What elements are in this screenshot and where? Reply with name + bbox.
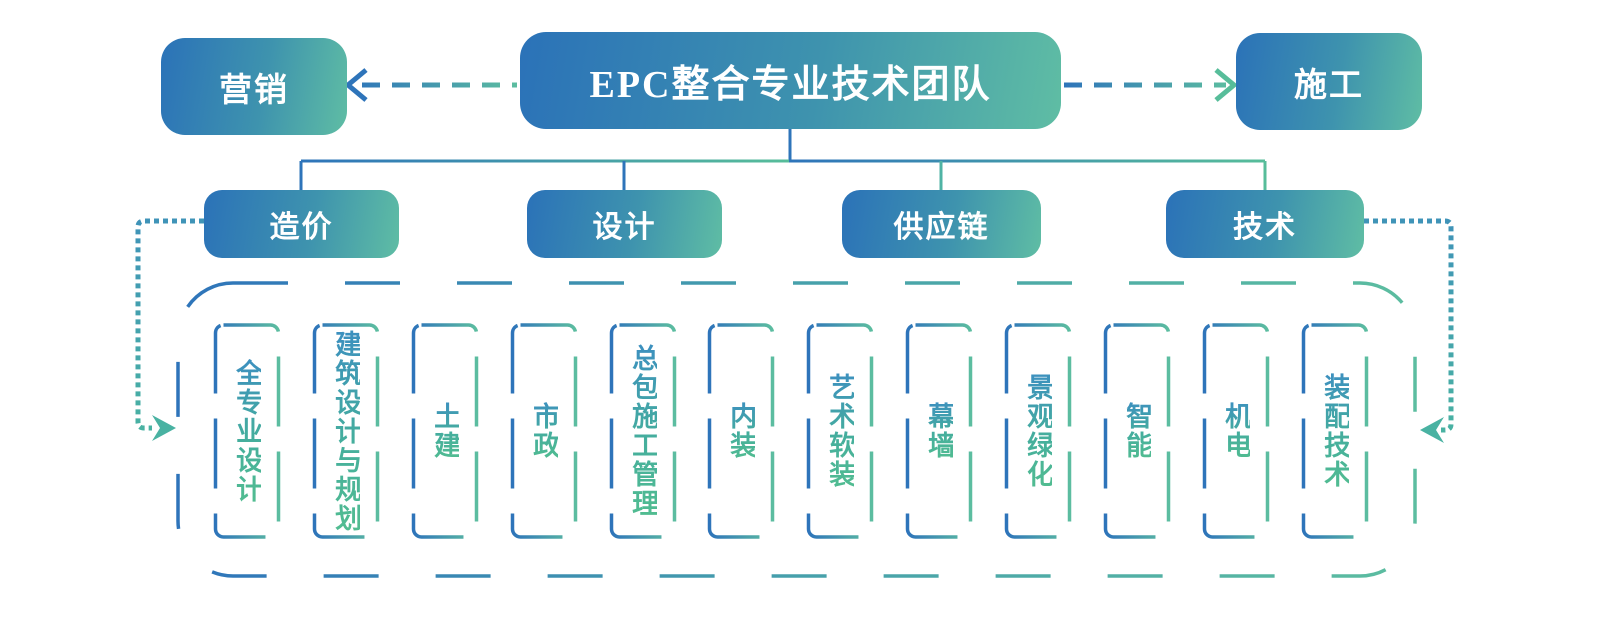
specialty-box-outline bbox=[707, 323, 775, 539]
dotted-path-right bbox=[1364, 218, 1454, 433]
specialty-label: 土建 bbox=[430, 402, 461, 460]
specialty-label: 机电 bbox=[1221, 402, 1252, 460]
dotted-arrowhead-left-icon bbox=[152, 415, 176, 441]
specialty-label: 景观绿化 bbox=[1023, 373, 1054, 489]
dotted-path-left bbox=[135, 218, 204, 431]
specialty-label: 幕墙 bbox=[924, 402, 955, 460]
branch-node-design: 设计 bbox=[527, 190, 722, 258]
specialty-label: 内装 bbox=[726, 402, 757, 460]
specialty-box-outline bbox=[806, 323, 874, 539]
branch-node-supply-chain: 供应链 bbox=[842, 190, 1041, 258]
branch-node-technology: 技术 bbox=[1166, 190, 1364, 258]
specialty-label: 全专业设计 bbox=[232, 358, 263, 504]
specialties-container-outline bbox=[176, 281, 1417, 578]
arrowhead-left-icon bbox=[344, 68, 368, 102]
specialty-box-outline bbox=[1103, 323, 1171, 539]
specialty-box-outline bbox=[1004, 323, 1072, 539]
specialty-label: 装配技术 bbox=[1320, 373, 1351, 489]
branch-node-cost: 造价 bbox=[204, 190, 399, 258]
construction-node: 施工 bbox=[1236, 33, 1422, 130]
specialty-label: 总包施工管理 bbox=[628, 344, 659, 518]
specialty-label: 市政 bbox=[529, 402, 560, 460]
specialty-box-outline bbox=[312, 323, 380, 539]
specialty-box-outline bbox=[411, 323, 479, 539]
arrowhead-right-icon bbox=[1214, 68, 1238, 102]
dotted-arrowhead-right-icon bbox=[1420, 417, 1444, 443]
specialty-box-outline bbox=[609, 323, 677, 539]
specialty-box-outline bbox=[1301, 323, 1369, 539]
specialty-box-outline bbox=[510, 323, 578, 539]
specialty-box-outline bbox=[213, 323, 281, 539]
root-node-epc-team: EPC整合专业技术团队 bbox=[520, 32, 1061, 129]
specialty-label: 艺术软装 bbox=[825, 373, 856, 489]
specialty-label: 建筑设计与规划 bbox=[331, 329, 362, 533]
marketing-node: 营销 bbox=[161, 38, 347, 135]
specialty-box-outlines bbox=[213, 323, 1369, 539]
specialty-box-outline bbox=[1202, 323, 1270, 539]
specialty-box-outline bbox=[905, 323, 973, 539]
specialty-label: 智能 bbox=[1122, 402, 1153, 460]
